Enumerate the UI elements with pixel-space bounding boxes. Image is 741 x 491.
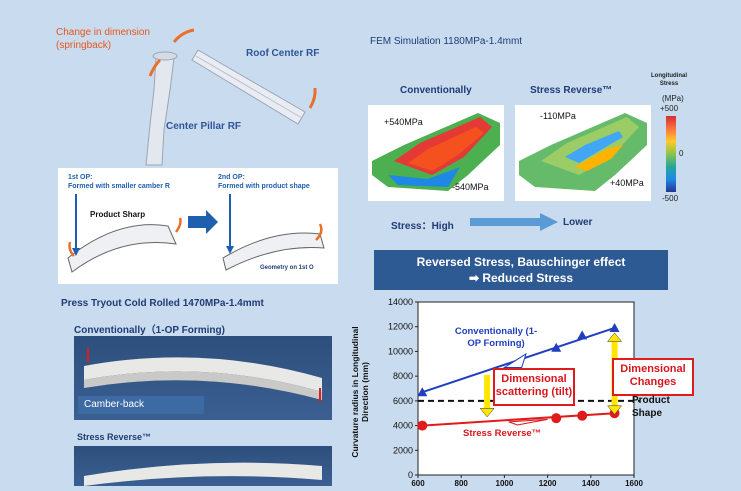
- op1-springback-arrow: [174, 217, 182, 233]
- pillar-top: [152, 51, 178, 61]
- fem-sr-panel: [515, 105, 651, 201]
- op2-part: [222, 232, 325, 271]
- banner-line2: ➡ Reduced Stress: [468, 271, 574, 285]
- legend-title: Longitudinal Stress: [645, 72, 693, 88]
- y-tick-label: 10000: [388, 346, 413, 356]
- stress-lower-label: Lower: [563, 217, 593, 228]
- fem-title: FEM Simulation 1180MPa-1.4mmt: [370, 36, 523, 47]
- op1-text: 1st OP: Formed with smaller camber R: [68, 173, 170, 191]
- changes-label: Dimensional Changes: [612, 358, 694, 396]
- op1-line2: Formed with smaller camber R: [68, 183, 170, 190]
- springback-title-line1: Change in dimension: [56, 27, 150, 38]
- reduced-stress-banner: Reversed Stress, Bauschinger effect ➡ Re…: [374, 250, 668, 290]
- springback-arrow-1: [172, 28, 195, 43]
- press-conv-label: Conventionally（1-OP Forming): [74, 325, 225, 336]
- center-pillar-label: Center Pillar RF: [166, 121, 242, 132]
- data-point-circle: [577, 410, 588, 421]
- fem-sr-high: -110MPa: [540, 111, 576, 121]
- y-tick-label: 2000: [393, 445, 413, 455]
- roof-center-edge: [195, 55, 303, 119]
- press-conv-photo: Camber-back: [74, 336, 332, 420]
- op1-press-arrowhead: [72, 248, 80, 256]
- geometry-label: Geometry on 1st O: [260, 265, 314, 271]
- x-tick-label: 800: [455, 479, 469, 486]
- data-point-circle: [551, 413, 562, 424]
- legend-tick-max: +500: [660, 104, 679, 113]
- x-tick-label: 1200: [539, 479, 557, 486]
- press-title: Press Tryout Cold Rolled 1470MPa-1.4mmt: [61, 298, 264, 309]
- fem-sr-low: +40MPa: [610, 178, 644, 188]
- op2-springback-arrow: [315, 223, 323, 241]
- legend-colorbar: [666, 116, 676, 192]
- data-point-triangle: [551, 342, 562, 352]
- product-shape-label: Product Shape: [632, 395, 670, 419]
- y-tick-label: 0: [408, 470, 413, 480]
- legend-title-1: Longitudinal: [651, 73, 687, 79]
- x-tick-label: 1600: [625, 479, 643, 486]
- y-tick-label: 14000: [388, 297, 413, 307]
- data-point-circle: [417, 420, 428, 431]
- chart-ylabel: Curvature radius in Longitudinal Directi…: [350, 326, 370, 458]
- chart-ylabel-box: Curvature radius in Longitudinal Directi…: [348, 312, 370, 472]
- fem-sr-label: Stress Reverse™: [530, 85, 613, 96]
- sr-part-photo: [84, 462, 322, 486]
- scatter-label: Dimensional scattering (tilt): [493, 368, 575, 406]
- y-tick-label: 4000: [393, 421, 413, 431]
- conv-callout-pointer: [502, 352, 527, 368]
- ops-diagram: [67, 194, 325, 273]
- legend-tick-zero: 0: [679, 149, 684, 158]
- op2-text: 2nd OP: Formed with product shape: [218, 173, 310, 191]
- op-transition-arrow: [188, 210, 218, 234]
- press-sr-photo: [74, 446, 332, 486]
- fem-sr-image: [519, 113, 647, 191]
- springback-arrow-3: [308, 87, 317, 109]
- fem-conv-label: Conventionally: [400, 85, 472, 96]
- legend-title-2: Stress: [659, 81, 679, 87]
- parts-illustration: [145, 28, 317, 166]
- fem-conv-high: +540MPa: [384, 117, 423, 127]
- op1-line1: 1st OP:: [68, 174, 93, 181]
- center-pillar-part: [145, 57, 175, 166]
- stress-arrow: [470, 213, 558, 231]
- banner-line1: Reversed Stress, Bauschinger effect: [416, 255, 626, 269]
- data-point-triangle: [417, 387, 428, 397]
- ops-panel: 1st OP: Formed with smaller camber R 2nd…: [58, 168, 338, 284]
- fem-conv-image: [372, 113, 500, 191]
- conv-series-label: Conventionally (1-OP Forming): [454, 326, 538, 349]
- op2-line1: 2nd OP:: [218, 174, 245, 181]
- data-point-triangle: [609, 322, 620, 332]
- changes-arrow-head-down: [607, 405, 623, 415]
- springback-arrow-2: [148, 58, 162, 77]
- sr-series-label: Stress Reverse™: [463, 428, 542, 439]
- x-tick-label: 1000: [496, 479, 514, 486]
- y-tick-label: 12000: [388, 322, 413, 332]
- product-sharp-label: Product Sharp: [90, 210, 146, 219]
- stress-arrow-shape: [470, 213, 558, 231]
- press-sr-label: Stress Reverse™: [77, 432, 152, 442]
- op1-part: [67, 224, 177, 273]
- changes-arrow-head-up: [607, 332, 623, 342]
- y-tick-label: 8000: [393, 371, 413, 381]
- stress-high-label: Stress：High: [391, 221, 454, 232]
- scatter-arrow-head: [479, 408, 495, 418]
- chart-axes: 0 2000 4000 6000 8000 10000 12000 14000 600 800 10…: [388, 297, 643, 486]
- y-tick-label: 6000: [393, 396, 413, 406]
- roof-center-label: Roof Center RF: [246, 48, 320, 59]
- op2-press-arrowhead: [226, 246, 234, 254]
- legend-unit: (MPa): [662, 94, 684, 103]
- op1-springback-arrow-2: [68, 241, 75, 257]
- legend-tick-min: -500: [662, 194, 679, 203]
- x-tick-label: 1400: [582, 479, 600, 486]
- conv-part-photo: [84, 348, 322, 402]
- camber-back-label: Camber-back: [78, 396, 204, 414]
- x-tick-label: 600: [411, 479, 425, 486]
- fem-conv-low: -540MPa: [452, 182, 489, 192]
- data-point-triangle: [577, 330, 588, 340]
- sr-callout-pointer: [508, 418, 548, 426]
- springback-title-line2: (springback): [56, 40, 112, 51]
- op2-line2: Formed with product shape: [218, 183, 310, 190]
